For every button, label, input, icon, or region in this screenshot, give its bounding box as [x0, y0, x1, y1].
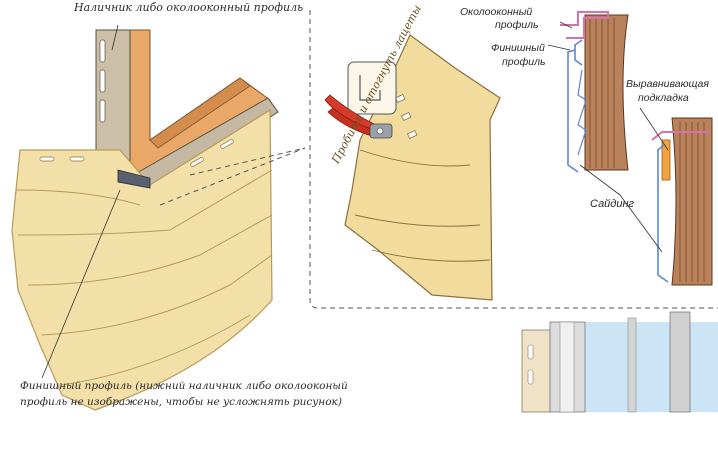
finish-profile-strip: [117, 169, 151, 189]
window-frame-inner: [149, 77, 251, 149]
label-finish-profile-note-2: профиль не изображены, чтобы не усложнят…: [20, 396, 342, 408]
label-finish-profile-note-1: Финишный профиль (нижний наличник либо о…: [20, 380, 348, 392]
wall-siding-strip: [521, 329, 551, 413]
siding-panels: [11, 108, 273, 411]
label-leveling-1: Выравнивающая: [626, 78, 709, 90]
corner-detail: [11, 24, 279, 411]
punch-tool: [324, 94, 393, 139]
panel-detail: [324, 34, 501, 301]
wall-wood-top: [584, 14, 629, 171]
label-finish-profile-1: Финишный: [491, 42, 545, 54]
label-window-profile-2: профиль: [495, 19, 539, 31]
leveling-strip: [661, 139, 671, 181]
label-leveling-2: подкладка: [638, 92, 689, 104]
label-siding: Сайдинг: [590, 198, 634, 210]
window-frame-right: [669, 311, 691, 413]
window-installation-view: [521, 311, 718, 413]
finish-profile-blue: [567, 39, 583, 173]
window-profile-pink: [560, 11, 609, 39]
detail-callout-dashed: [309, 10, 718, 309]
label-window-profile-1: Околооконный: [460, 6, 533, 18]
cross-section: [547, 11, 713, 286]
label-window-trim-profile: Наличник либо околооконный профиль: [74, 1, 304, 14]
window-mullion: [627, 317, 637, 413]
window-glass: [585, 322, 718, 412]
label-finish-profile-2: профиль: [502, 56, 546, 68]
